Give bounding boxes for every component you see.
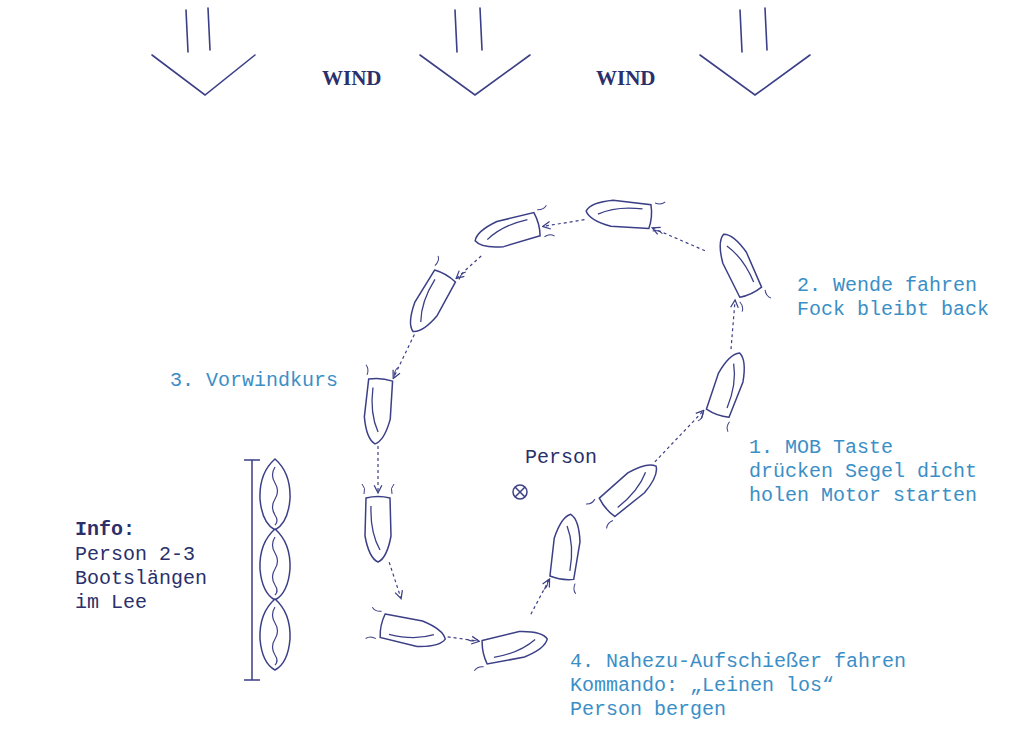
course-arrow [655, 411, 703, 462]
wake [698, 411, 731, 431]
sail [727, 242, 754, 286]
boat [366, 607, 449, 655]
boat-lengths [260, 459, 290, 670]
wake [537, 205, 555, 238]
boat-positions [359, 195, 771, 671]
sail [719, 364, 743, 408]
boat [468, 623, 551, 671]
sail [413, 279, 443, 322]
hull [705, 349, 752, 419]
step-label: 2. Wende fahren Fock bleibt back [797, 274, 997, 322]
hull [402, 268, 457, 338]
wake [362, 484, 394, 494]
sail [485, 219, 530, 239]
course-arrow [377, 446, 378, 492]
sail [598, 205, 643, 218]
hull [712, 229, 763, 299]
boat [585, 195, 665, 234]
boat [586, 454, 666, 529]
hull [549, 513, 584, 581]
course-arrow [531, 580, 549, 614]
course-arrow [457, 256, 481, 278]
hull [260, 599, 290, 670]
course-arrow [394, 334, 415, 377]
boat [709, 227, 771, 311]
hull [260, 529, 290, 600]
sail [389, 625, 434, 643]
boat [544, 512, 587, 594]
hull [585, 198, 653, 230]
info-heading: Info: [75, 518, 135, 542]
hull [598, 456, 665, 518]
hull [260, 459, 290, 530]
course-arrow [544, 220, 585, 227]
wake [738, 289, 771, 312]
sail [371, 506, 380, 550]
wake [433, 256, 466, 281]
sail [492, 639, 537, 657]
boat [362, 484, 394, 562]
hull [362, 377, 394, 445]
boat [698, 348, 755, 432]
hull [472, 211, 542, 253]
wake [586, 498, 614, 529]
hull [480, 626, 549, 665]
wind-label: WIND [596, 66, 656, 90]
course-arrows [378, 220, 735, 641]
wind-label: WIND [322, 66, 382, 90]
course-arrow [389, 562, 401, 598]
sail [273, 467, 278, 525]
boat-length [260, 529, 290, 600]
boat-length [260, 599, 290, 670]
course-arrow [731, 301, 735, 349]
boat-length [260, 459, 290, 530]
length-bracket [244, 460, 260, 680]
sail [273, 607, 278, 665]
sail [612, 472, 652, 507]
sail [273, 537, 278, 595]
step-label: 4. Nahezu-Aufschießer fahren Kommando: „… [570, 650, 910, 722]
wake [544, 579, 577, 593]
wake [365, 365, 398, 378]
boat [359, 365, 398, 445]
hull [365, 497, 391, 563]
boat [471, 205, 555, 256]
info-text: Person 2-3 Bootslängen im Lee [75, 543, 215, 615]
boat [399, 256, 466, 340]
sail [369, 387, 382, 432]
wind-arrows [152, 8, 810, 95]
step-label: 1. MOB Taste drücken Segel dicht holen M… [749, 436, 985, 508]
wake [468, 637, 484, 670]
person-label: Person [525, 446, 597, 470]
wake [652, 201, 665, 234]
person-in-water [513, 485, 527, 499]
hull [378, 613, 447, 652]
sail [561, 526, 576, 571]
wake [366, 607, 382, 640]
step-label: 3. Vorwindkurs [170, 369, 338, 393]
